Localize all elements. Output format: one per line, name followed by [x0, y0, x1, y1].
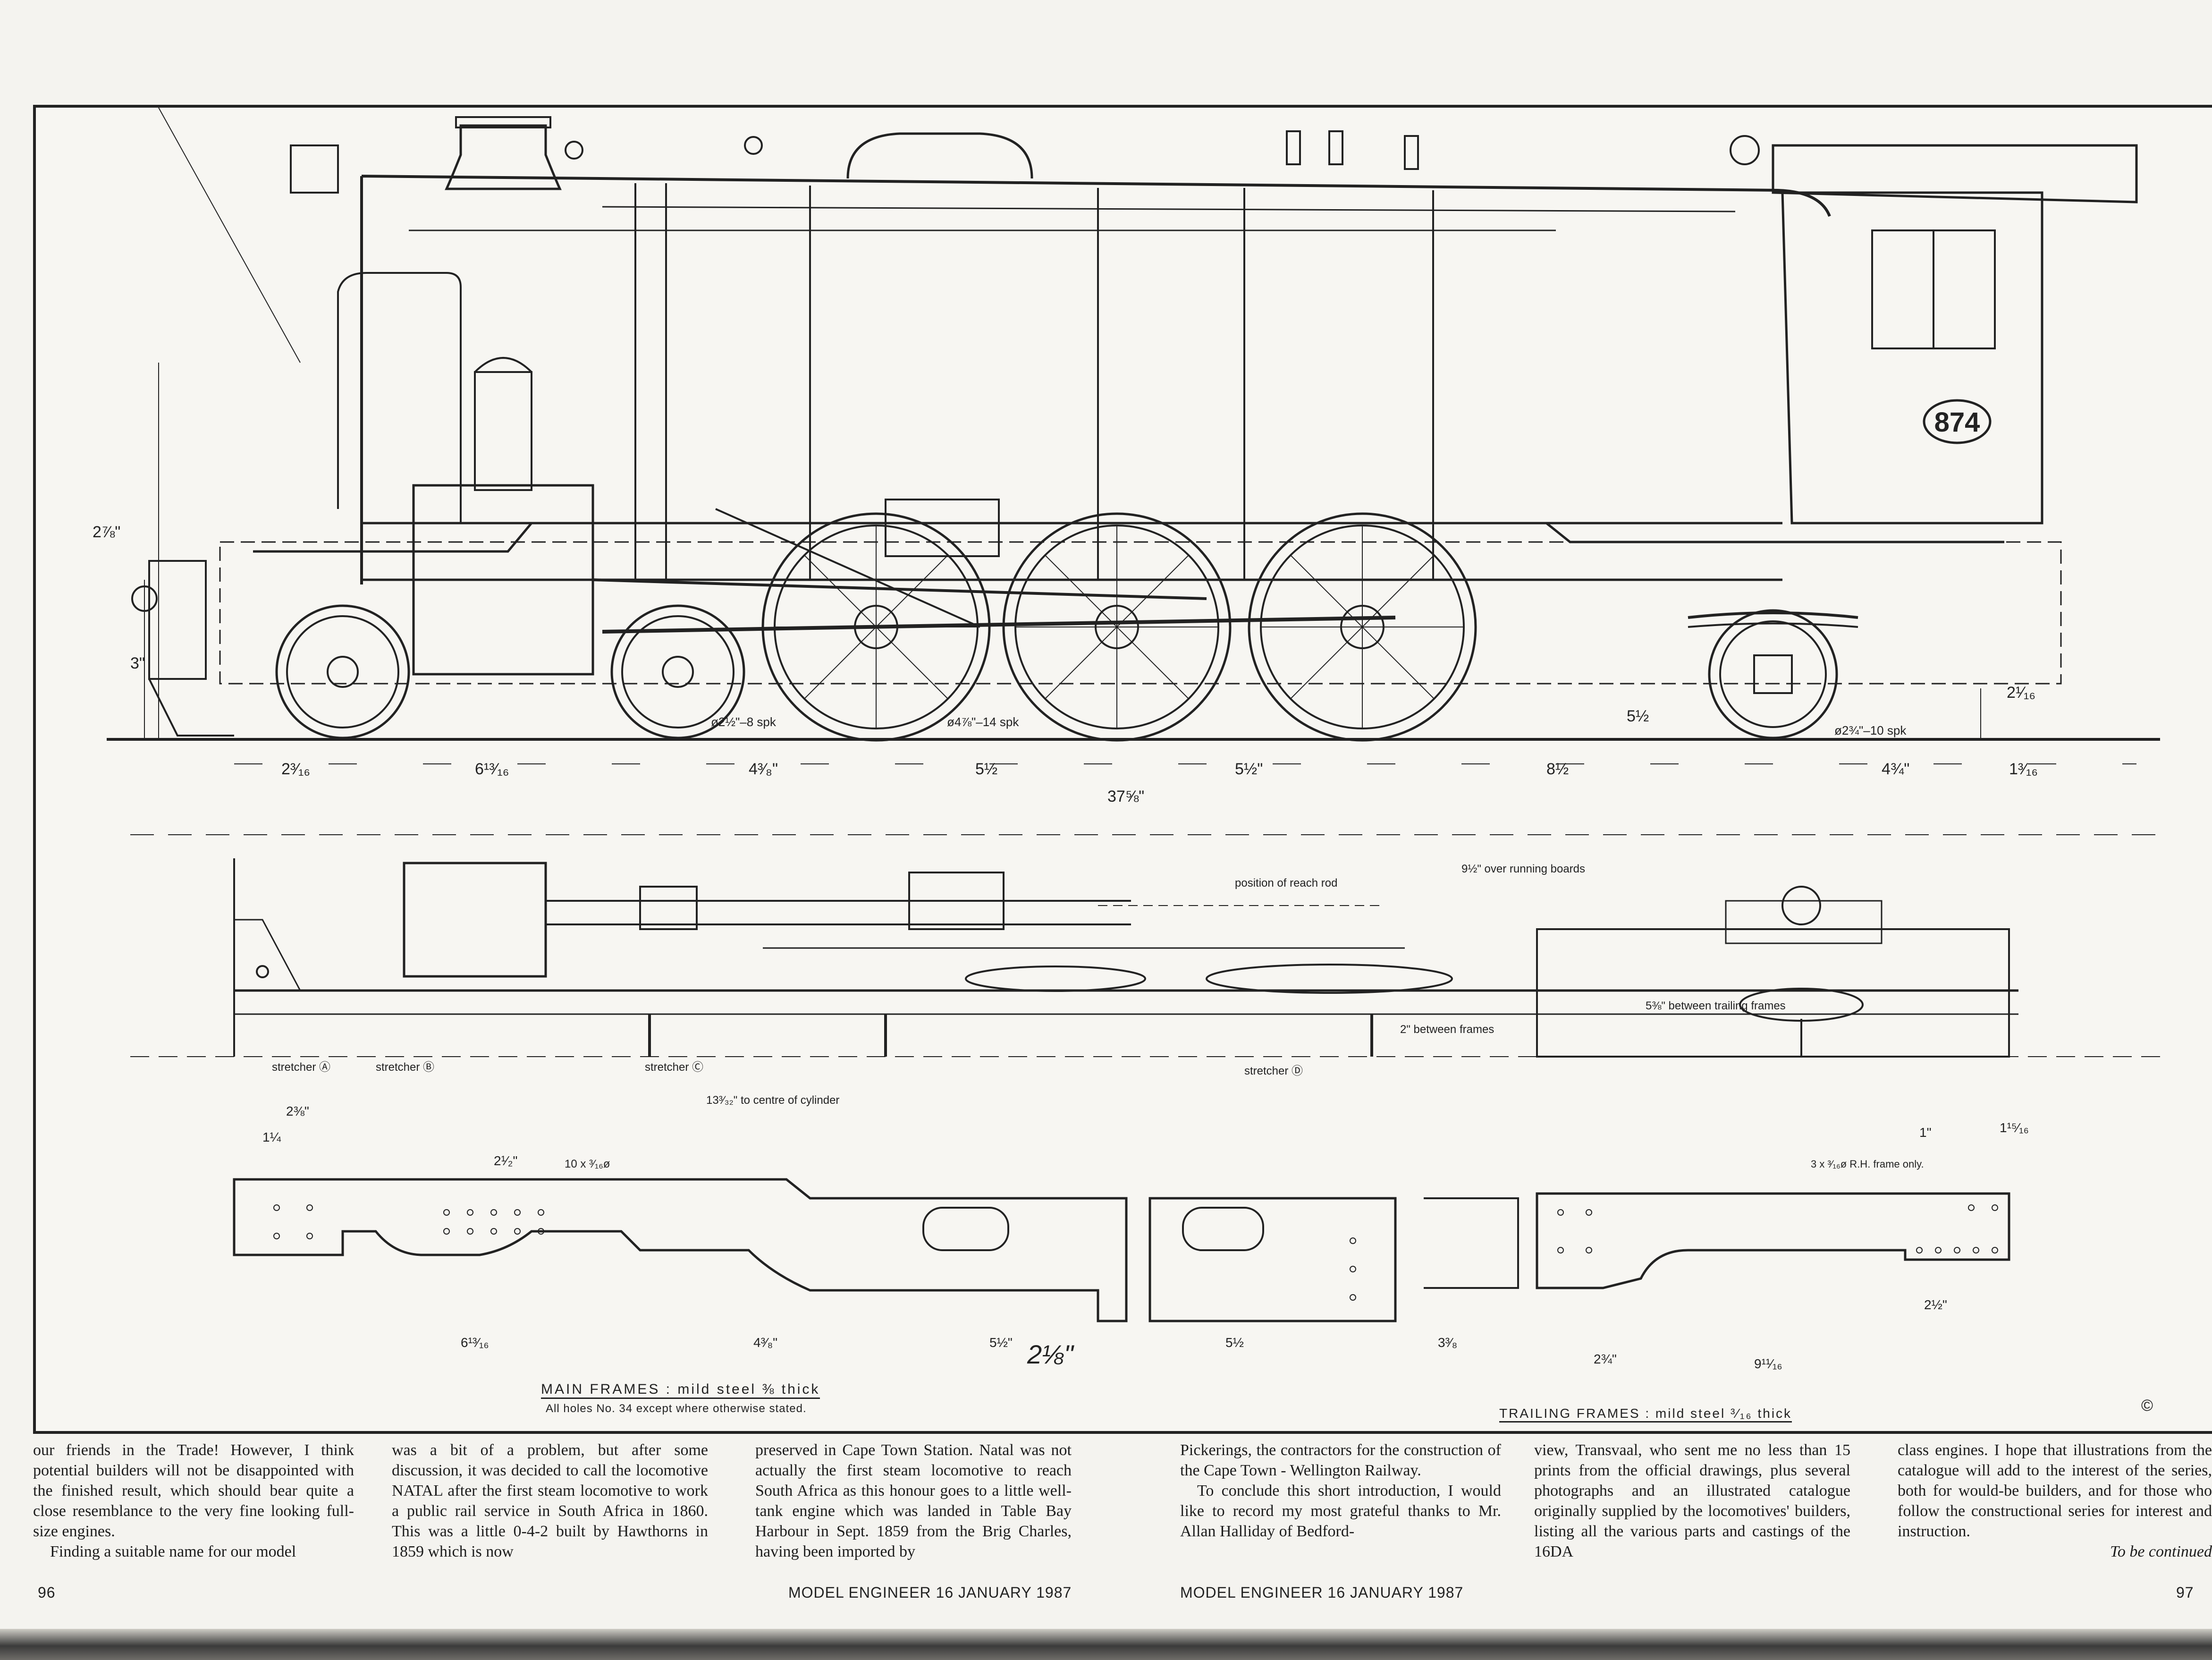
col1-para1: our friends in the Trade! However, I thi…	[33, 1441, 354, 1540]
stretcher-d: stretcher Ⓓ	[1244, 1065, 1303, 1077]
spk-label-0: ø2½"–8 spk	[711, 715, 777, 729]
frame-dim-10: 1"	[1919, 1125, 1932, 1140]
dim-tender: 5½	[1627, 707, 1649, 725]
frame-dim-1: 1¼	[262, 1130, 281, 1144]
frame-holes	[273, 1204, 1356, 1301]
dim-bottom-3: 5½	[975, 760, 997, 778]
dim-bottom-0: 2³⁄₁₆	[281, 760, 310, 778]
dim-bottom-4: 5½"	[1235, 760, 1263, 778]
frame-dim-5: 5½"	[989, 1335, 1013, 1350]
frame-dim-12: 2½"	[1924, 1297, 1947, 1312]
stretcher-a: stretcher Ⓐ	[272, 1061, 330, 1074]
article-col-4: Pickerings, the contractors for the cons…	[1180, 1440, 1501, 1541]
plan-labels: position of reach rod 9½" over running b…	[272, 863, 1786, 1107]
frame-dim-11: 1¹⁵⁄₁₆	[2000, 1120, 2029, 1135]
col2-para1: was a bit of a problem, but after some d…	[392, 1441, 708, 1560]
rh-frame-label: 3 x ³⁄₁₆ø R.H. frame only.	[1811, 1158, 1924, 1170]
between-trailing-label: 5⅜" between trailing frames	[1646, 999, 1786, 1012]
frame-dim-7: 3³⁄₈	[1438, 1335, 1457, 1350]
frame-dim-4: 4³⁄₈"	[753, 1335, 777, 1350]
col3-para1: preserved in Cape Town Station. Natal wa…	[755, 1441, 1072, 1560]
dim-overall: 37⅝"	[1107, 788, 1144, 805]
running-boards-label: 9½" over running boards	[1461, 863, 1585, 875]
frame-labels: 2⅜" 1¼ 2¹⁄₂" 10 x ³⁄₁₆ø 6¹³⁄₁₆ 4³⁄₈" 5½"…	[262, 1104, 2153, 1414]
frame-dim-0: 2⅜"	[286, 1104, 309, 1118]
frame-dim-2: 2¹⁄₂"	[494, 1153, 517, 1168]
dim-buffer-height: 3"	[130, 654, 145, 672]
scan-edge-strip	[0, 1629, 2212, 1660]
dim-height-left: 2⅞"	[93, 523, 120, 541]
drawing-frame: 874	[33, 105, 2212, 1434]
issue-left: MODEL ENGINEER 16 JANUARY 1987	[788, 1584, 1072, 1601]
frame-dim-9: 9¹¹⁄₁₆	[1754, 1356, 1782, 1371]
dim-bottom-2: 4³⁄₈"	[749, 760, 778, 778]
col4-para2: To conclude this short introduction, I w…	[1180, 1482, 1501, 1540]
main-frames-caption: MAIN FRAMES : mild steel ⅜ thick	[541, 1381, 820, 1399]
col6-continued: To be continued	[2110, 1543, 2212, 1560]
col5-para1: view, Transvaal, who sent me no less tha…	[1534, 1441, 1850, 1560]
holes-cluster-label: 10 x ³⁄₁₆ø	[565, 1158, 610, 1170]
dim-bottom-7: 1³⁄₁₆	[2009, 760, 2038, 778]
cylinder-centre-label: 13³⁄₃₂" to centre of cylinder	[706, 1094, 839, 1107]
frame-dim-6: 5½	[1225, 1335, 1244, 1350]
dim-bottom-1: 6¹³⁄₁₆	[475, 760, 509, 778]
locomotive-drawing: 874	[93, 108, 2160, 1414]
copyright-mark: ©	[2141, 1397, 2153, 1414]
between-frames-label: 2" between frames	[1400, 1023, 1494, 1036]
dim-bottom-6: 4¾"	[1882, 760, 1909, 778]
holes-note: All holes No. 34 except where otherwise …	[546, 1402, 807, 1415]
col1-para2: Finding a suitable name for our model	[50, 1543, 296, 1560]
loco-number: 874	[1934, 407, 1980, 438]
side-elevation: 874	[107, 108, 2160, 764]
col4-para1: Pickerings, the contractors for the cons…	[1180, 1441, 1501, 1479]
trailing-frames-caption: TRAILING FRAMES : mild steel ³⁄₁₆ thick	[1499, 1406, 1792, 1423]
leading-wheels	[275, 604, 745, 739]
frame-dim-8: 2¾"	[1594, 1352, 1617, 1366]
page-number-right: 97	[2176, 1584, 2194, 1601]
trailing-frames-drawing	[1424, 1192, 2010, 1289]
trailing-wheel	[1688, 609, 1858, 739]
article-col-6: class engines. I hope that illustrations…	[1898, 1440, 2212, 1562]
dim-rear-height: 2¹⁄₁₆	[2007, 684, 2035, 702]
stretcher-b: stretcher Ⓑ	[376, 1061, 434, 1074]
dim-bottom-5: 8½	[1546, 760, 1569, 778]
article-col-5: view, Transvaal, who sent me no less tha…	[1534, 1440, 1850, 1562]
frame-dim-3: 6¹³⁄₁₆	[461, 1335, 489, 1350]
stretcher-c: stretcher Ⓒ	[645, 1061, 703, 1074]
issue-right: MODEL ENGINEER 16 JANUARY 1987	[1180, 1584, 1464, 1601]
spk-label-2: ø2¾"–10 spk	[1834, 723, 1907, 737]
spk-label-1: ø4⅞"–14 spk	[947, 715, 1019, 729]
article-col-1: our friends in the Trade! However, I thi…	[33, 1440, 354, 1562]
reach-rod-label: position of reach rod	[1235, 877, 1337, 889]
col6-para1: class engines. I hope that illustrations…	[1898, 1441, 2212, 1540]
frame-dim-13: 2⅛"	[1027, 1339, 1074, 1369]
page-number-left: 96	[38, 1584, 56, 1601]
main-frames-drawing	[233, 1178, 1397, 1322]
article-col-2: was a bit of a problem, but after some d…	[392, 1440, 708, 1562]
article-col-3: preserved in Cape Town Station. Natal wa…	[755, 1440, 1072, 1562]
plan-view	[130, 834, 2160, 1058]
side-dimension-labels: 2⅞" 3" 2¹⁄₁₆ 2³⁄₁₆ 6¹³⁄₁₆ 4³⁄₈" 5½ 5½" 8…	[93, 523, 2038, 805]
